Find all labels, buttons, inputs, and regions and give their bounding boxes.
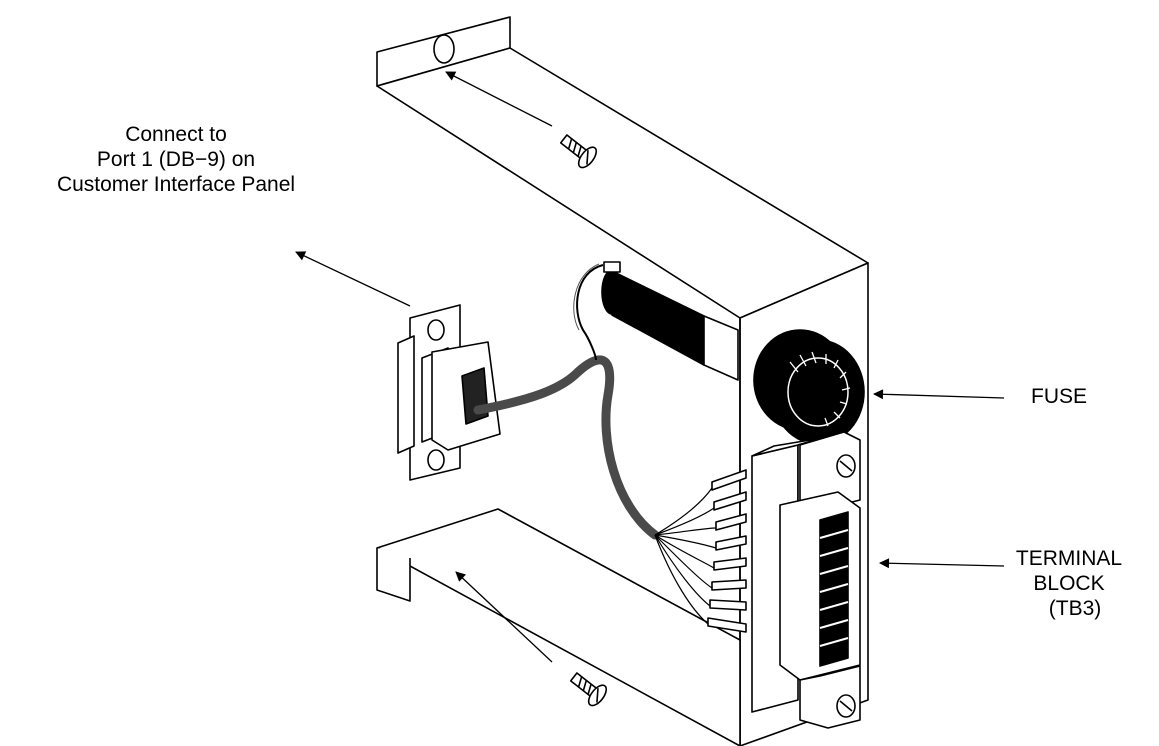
fuse-arrow bbox=[873, 389, 1005, 400]
fuse-wire bbox=[576, 264, 604, 361]
top-bracket-screw-hole bbox=[433, 34, 455, 64]
connect-label-line2: Port 1 (DB−9) on bbox=[96, 148, 256, 171]
terminal-wires bbox=[654, 487, 717, 625]
terminal-block bbox=[751, 431, 861, 729]
terminal-block-label: TERMINAL BLOCK (TB3) bbox=[980, 546, 1158, 621]
fuse-label: FUSE bbox=[1031, 385, 1088, 408]
terminal-block-label-line2: BLOCK bbox=[1033, 572, 1105, 595]
connect-label: Connect to Port 1 (DB−9) on Customer Int… bbox=[0, 122, 352, 197]
bottom-screw bbox=[569, 672, 608, 707]
fuse-holder bbox=[601, 261, 739, 381]
top-screw-arrow bbox=[445, 71, 553, 127]
top-bracket bbox=[376, 16, 869, 319]
top-screw bbox=[559, 134, 598, 169]
db9-cable bbox=[473, 355, 660, 540]
terminal-block-arrow bbox=[879, 558, 1005, 569]
bottom-bracket bbox=[376, 508, 741, 746]
terminal-pins bbox=[707, 469, 747, 633]
db9-connector bbox=[397, 304, 501, 481]
terminal-block-label-line3: (TB3) bbox=[1048, 597, 1102, 620]
connect-label-line1: Connect to bbox=[125, 123, 227, 146]
connect-arrow bbox=[295, 251, 411, 307]
connect-label-line3: Customer Interface Panel bbox=[56, 173, 296, 196]
terminal-block-label-line1: TERMINAL bbox=[1015, 547, 1123, 570]
bottom-screw-arrow bbox=[455, 571, 553, 663]
fuse-cap bbox=[753, 329, 865, 445]
